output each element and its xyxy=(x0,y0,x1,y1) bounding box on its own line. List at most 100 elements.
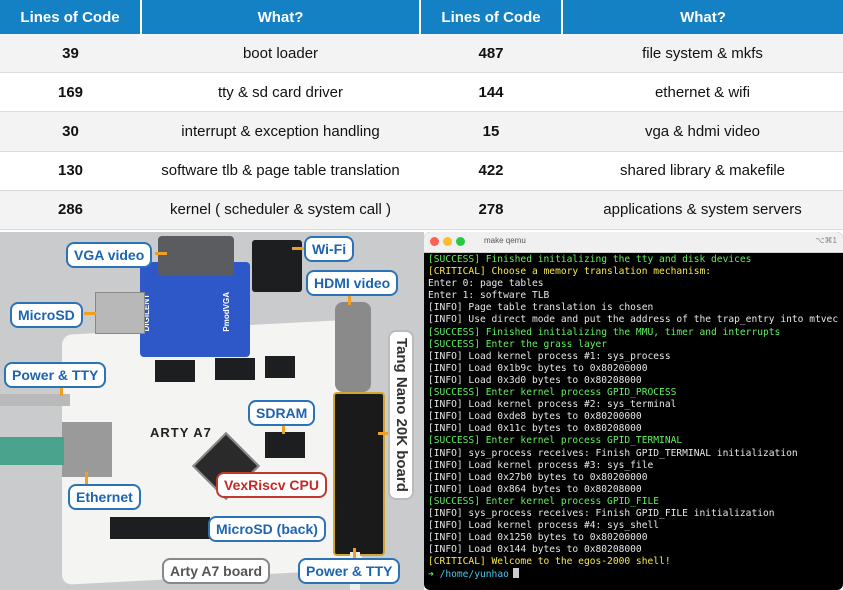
label-power-tty-left: Power & TTY xyxy=(4,362,107,388)
header-what-1: What? xyxy=(141,0,421,34)
table-cell-what: interrupt & exception handling xyxy=(141,111,420,152)
terminal-shortcut: ⌥⌘1 xyxy=(815,236,837,245)
label-microsd-back: MicroSD (back) xyxy=(208,516,326,542)
pmod-vga-board xyxy=(140,262,250,357)
label-tang-nano-board: Tang Nano 20K board xyxy=(388,330,414,500)
label-power-tty-bottom: Power & TTY xyxy=(298,558,401,584)
table-cell-what: shared library & makefile xyxy=(562,151,843,191)
arrow-vga xyxy=(155,252,167,255)
table-cell-loc: 15 xyxy=(420,111,562,152)
loc-table: Lines of Code What? Lines of Code What? … xyxy=(0,0,843,231)
terminal-output: [SUCCESS] Finished initializing the tty … xyxy=(424,253,843,581)
label-ethernet: Ethernet xyxy=(68,484,141,510)
pmod-header xyxy=(265,356,295,378)
pmod-header xyxy=(155,360,195,382)
table-cell-loc: 169 xyxy=(0,72,141,113)
table-cell-loc: 144 xyxy=(420,72,562,113)
terminal-line: [INFO] Load kernel process #2: sys_termi… xyxy=(428,399,677,411)
terminal-line: [INFO] Load 0xde8 bytes to 0x80200000 xyxy=(428,411,642,423)
board-photo: DIGILENT PmodVGA ARTY A7 VGA video Wi-Fi… xyxy=(0,232,424,590)
zoom-dot-icon[interactable] xyxy=(456,237,465,246)
terminal-titlebar[interactable]: make qemu ⌥⌘1 xyxy=(424,232,843,253)
ethernet-jack xyxy=(62,422,112,477)
table-cell-what: file system & mkfs xyxy=(562,34,843,74)
sdram-chip xyxy=(265,432,305,458)
table-cell-loc: 30 xyxy=(0,111,141,152)
arrow-hdmi xyxy=(348,293,351,305)
table-cell-what: kernel ( scheduler & system call ) xyxy=(141,190,420,231)
arrow-wifi xyxy=(292,247,304,250)
table-row: 169 tty & sd card driver 144 ethernet & … xyxy=(0,72,843,113)
terminal-line: [SUCCESS] Finished initializing the tty … xyxy=(428,254,752,265)
terminal-line: [INFO] Load 0x11c bytes to 0x80208000 xyxy=(428,423,642,435)
cursor xyxy=(512,568,519,579)
label-arty-a7-board: Arty A7 board xyxy=(162,558,271,584)
terminal-line: [INFO] Load 0x864 bytes to 0x80208000 xyxy=(428,483,642,495)
table-cell-what: software tlb & page table translation xyxy=(141,151,420,191)
terminal-line: Enter 1: software TLB xyxy=(428,290,550,302)
table-row: 130 software tlb & page table translatio… xyxy=(0,151,843,191)
prompt-path: /home/yunhao xyxy=(439,569,509,581)
table-cell-loc: 422 xyxy=(420,151,562,191)
table-cell-what: applications & system servers xyxy=(562,190,843,231)
terminal-line: [INFO] Use direct mode and put the addre… xyxy=(428,314,839,326)
arrow-tang xyxy=(378,432,388,435)
table-header-row: Lines of Code What? Lines of Code What? xyxy=(0,0,843,34)
table-row: 39 boot loader 487 file system & mkfs xyxy=(0,34,843,74)
terminal-line: [SUCCESS] Enter kernel process GPID_PROC… xyxy=(428,387,677,399)
arrow-sdram xyxy=(282,426,285,434)
table-cell-loc: 130 xyxy=(0,151,141,191)
header-what-2: What? xyxy=(562,0,843,34)
table-cell-loc: 278 xyxy=(420,190,562,231)
terminal-line: [INFO] Page table translation is chosen xyxy=(428,302,654,314)
shell-prompt[interactable]: ➜ /home/yunhao xyxy=(428,568,839,580)
header-loc-1: Lines of Code xyxy=(0,0,142,34)
arrow-power-bottom xyxy=(353,548,356,560)
arrow-power-left xyxy=(60,384,63,396)
table-row: 30 interrupt & exception handling 15 vga… xyxy=(0,111,843,152)
label-hdmi-video: HDMI video xyxy=(306,270,399,296)
terminal-line: [INFO] Load 0x144 bytes to 0x80208000 xyxy=(428,544,642,556)
terminal-line: Enter 0: page tables xyxy=(428,278,544,290)
arrow-microsd xyxy=(84,312,96,315)
terminal-line: [SUCCESS] Enter kernel process GPID_FILE xyxy=(428,495,660,507)
table-row: 286 kernel ( scheduler & system call ) 2… xyxy=(0,190,843,231)
bottom-header xyxy=(110,517,210,539)
label-vga-video: VGA video xyxy=(66,242,153,268)
table-cell-what: tty & sd card driver xyxy=(141,72,420,113)
prompt-arrow-icon: ➜ xyxy=(428,569,434,581)
terminal-line: [INFO] Load 0x3d0 bytes to 0x80208000 xyxy=(428,374,642,386)
terminal-line: [INFO] Load 0x27b0 bytes to 0x80200000 xyxy=(428,471,648,483)
close-dot-icon[interactable] xyxy=(430,237,439,246)
pmod-header xyxy=(215,358,255,380)
arrow-ethernet xyxy=(85,472,88,484)
hdmi-cable xyxy=(335,302,371,392)
terminal-line: [INFO] Load kernel process #1: sys_proce… xyxy=(428,350,671,362)
table-cell-what: boot loader xyxy=(141,34,420,74)
microsd-module xyxy=(95,292,145,334)
label-wifi: Wi-Fi xyxy=(304,236,355,262)
arty-a7-print: ARTY A7 xyxy=(150,425,212,440)
label-vexriscv-cpu: VexRiscv CPU xyxy=(216,472,327,498)
terminal-line: [INFO] Load kernel process #4: sys_shell xyxy=(428,520,660,532)
terminal-line: [SUCCESS] Enter kernel process GPID_TERM… xyxy=(428,435,683,447)
terminal-window[interactable]: make qemu ⌥⌘1 [SUCCESS] Finished initial… xyxy=(424,232,843,590)
label-microsd: MicroSD xyxy=(10,302,83,328)
minimize-dot-icon[interactable] xyxy=(443,237,452,246)
table-cell-loc: 487 xyxy=(420,34,562,74)
ethernet-cable xyxy=(0,437,64,465)
usb-cable-left xyxy=(0,394,70,406)
terminal-line: [INFO] Load kernel process #3: sys_file xyxy=(428,459,654,471)
terminal-line: [CRITICAL] Choose a memory translation m… xyxy=(428,266,712,278)
terminal-line: [INFO] Load 0x1250 bytes to 0x80200000 xyxy=(428,532,648,544)
pmodvga-print: PmodVGA xyxy=(222,292,231,332)
table-cell-what: vga & hdmi video xyxy=(562,111,843,152)
tang-nano-board xyxy=(333,392,385,556)
terminal-title: make qemu xyxy=(484,236,526,245)
terminal-line: [SUCCESS] Enter the grass layer xyxy=(428,338,608,350)
terminal-line: [INFO] sys_process receives: Finish GPID… xyxy=(428,507,775,519)
terminal-line: [INFO] sys_process receives: Finish GPID… xyxy=(428,447,798,459)
label-sdram: SDRAM xyxy=(248,400,316,426)
header-loc-2: Lines of Code xyxy=(420,0,563,34)
terminal-line: [SUCCESS] Finished initializing the MMU,… xyxy=(428,326,781,338)
